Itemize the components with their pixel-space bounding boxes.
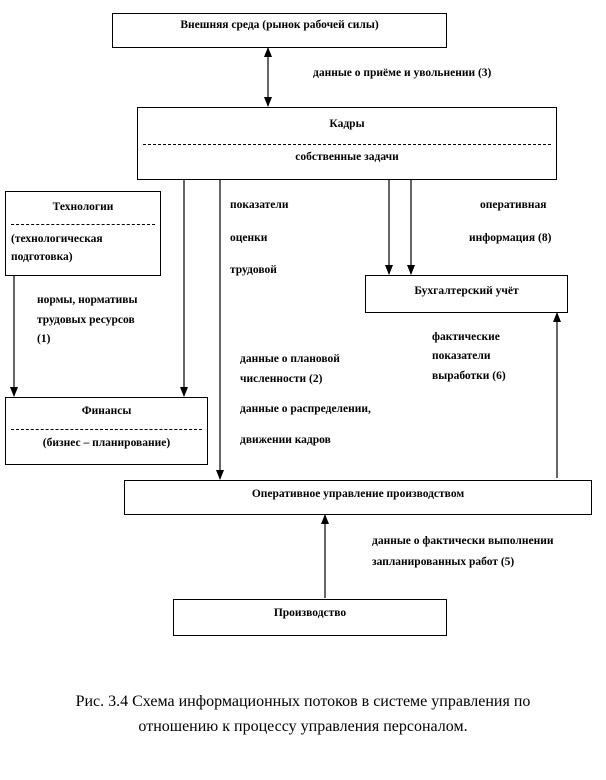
figure-caption-line2: отношению к процессу управления персонал… <box>138 718 468 735</box>
label-norms-line3: (1) <box>37 333 51 345</box>
finance-title: Финансы <box>81 405 132 417</box>
label-output-line3: выработки (6) <box>432 370 506 382</box>
label-planned-headcount-line1: данные о плановой <box>240 353 340 365</box>
label-staff-movement-line2: движении кадров <box>240 434 331 446</box>
cadres-title: Кадры <box>329 118 365 130</box>
production-box: Производство <box>173 599 447 636</box>
figure-caption-line1: Рис. 3.4 Схема информационных потоков в … <box>75 693 531 710</box>
label-norms-line2: трудовых ресурсов <box>37 314 135 326</box>
external-environment-label: Внешняя среда (рынок рабочей силы) <box>180 19 379 31</box>
technologies-subtitle-line1: (технологическая <box>11 233 103 245</box>
accounting-label: Бухгалтерский учёт <box>414 285 519 297</box>
technologies-subtitle-line2: подготовка) <box>11 251 73 263</box>
label-performance-line3: трудовой <box>230 264 277 276</box>
label-hire-dismissal: данные о приёме и увольнении (3) <box>313 67 492 79</box>
finance-subtitle: (бизнес – планирование) <box>42 437 171 449</box>
technologies-divider <box>11 224 155 225</box>
label-operative-info-line1: оперативная <box>480 199 547 211</box>
cadres-box: Кадры собственные задачи <box>137 107 557 180</box>
label-performance-line2: оценки <box>230 232 268 244</box>
label-planned-headcount-line2: численности (2) <box>240 373 323 385</box>
label-output-line1: фактические <box>432 331 500 343</box>
cadres-subtitle: собственные задачи <box>295 151 399 163</box>
operations-box: Оперативное управление производством <box>124 480 592 515</box>
technologies-box: Технологии (технологическая подготовка) <box>5 191 161 276</box>
label-operative-info-line2: информация (8) <box>469 232 552 244</box>
external-environment-box: Внешняя среда (рынок рабочей силы) <box>112 13 447 48</box>
cadres-divider <box>143 144 551 145</box>
label-staff-movement-line1: данные о распределении, <box>240 403 371 415</box>
technologies-title: Технологии <box>52 201 114 213</box>
accounting-box: Бухгалтерский учёт <box>365 275 568 313</box>
label-output-line2: показатели <box>432 350 491 362</box>
finance-box: Финансы (бизнес – планирование) <box>5 397 208 465</box>
label-actual-work-line2: запланированных работ (5) <box>372 556 515 568</box>
label-norms-line1: нормы, нормативы <box>37 294 138 306</box>
label-actual-work-line1: данные о фактически выполнении <box>372 535 554 547</box>
label-performance-line1: показатели <box>230 199 289 211</box>
operations-label: Оперативное управление производством <box>251 488 465 500</box>
production-label: Производство <box>273 607 347 619</box>
finance-divider <box>11 429 202 430</box>
